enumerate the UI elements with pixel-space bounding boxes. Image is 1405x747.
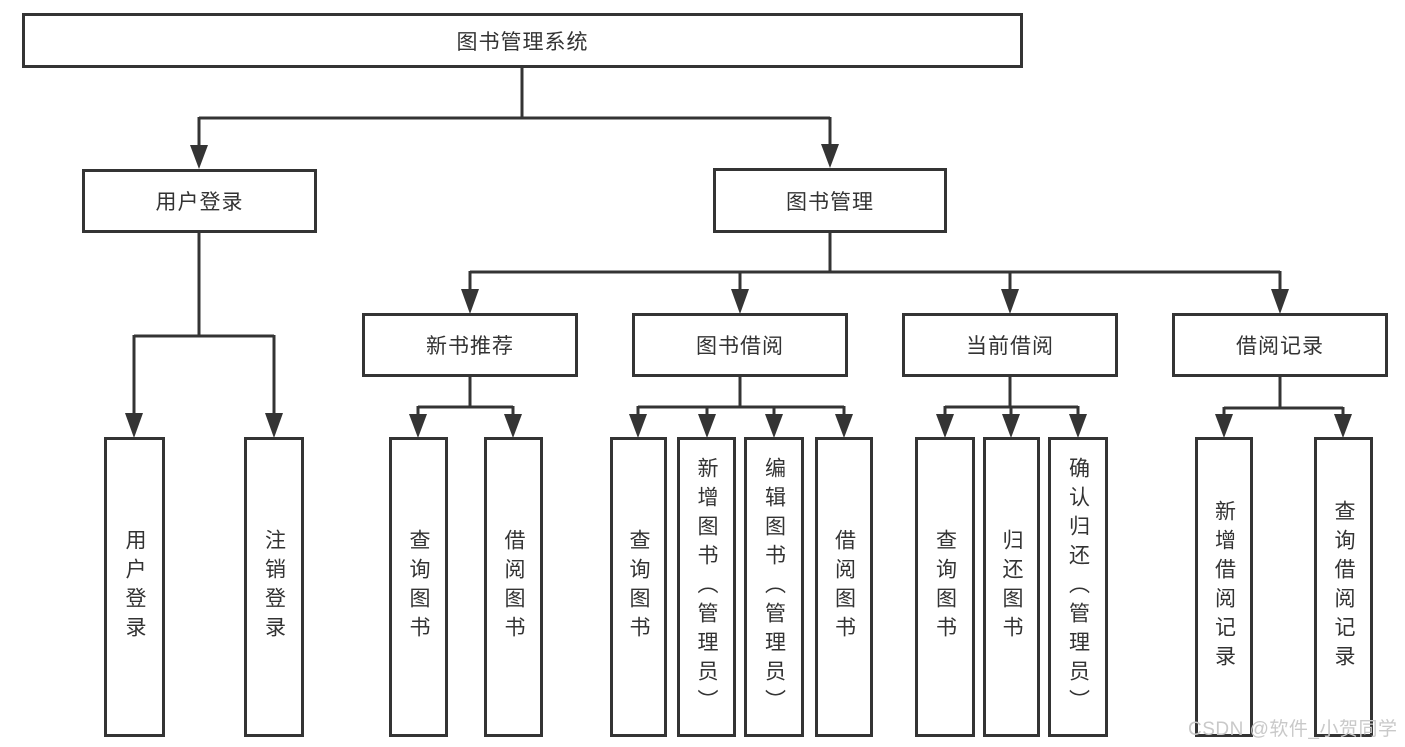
arrowheads-level2 bbox=[190, 144, 839, 169]
connector-book-borrow-subtree bbox=[636, 377, 846, 430]
connector-user-login-subtree bbox=[132, 233, 276, 430]
arrowheads-user-login-subtree bbox=[125, 413, 283, 438]
arrowheads-current-borrow-subtree bbox=[936, 414, 1087, 438]
connector-book-mgmt-to-level3 bbox=[468, 233, 1282, 306]
arrowheads-new-books-subtree bbox=[409, 414, 522, 438]
leaf-node-query-books-1: 查询图书 bbox=[389, 437, 448, 737]
leaf-node-confirm-return-admin: 确认归还（管理员） bbox=[1048, 437, 1108, 737]
leaf-node-borrow-books-1: 借阅图书 bbox=[484, 437, 543, 737]
connector-root-to-level2 bbox=[197, 68, 832, 162]
node-user-login: 用户登录 bbox=[82, 169, 317, 233]
connector-borrow-records-subtree bbox=[1222, 377, 1345, 430]
leaf-node-query-books-3: 查询图书 bbox=[915, 437, 975, 737]
node-new-book-recommend: 新书推荐 bbox=[362, 313, 578, 377]
arrowheads-level3 bbox=[461, 289, 1289, 314]
leaf-node-query-books-2: 查询图书 bbox=[610, 437, 667, 737]
node-current-borrow: 当前借阅 bbox=[902, 313, 1118, 377]
leaf-node-query-borrow-record: 查询借阅记录 bbox=[1314, 437, 1373, 737]
leaf-node-return-book: 归还图书 bbox=[983, 437, 1040, 737]
arrowheads-borrow-records-subtree bbox=[1215, 414, 1352, 438]
node-book-borrow: 图书借阅 bbox=[632, 313, 848, 377]
arrowheads-book-borrow-subtree bbox=[629, 414, 853, 438]
leaf-node-add-book-admin: 新增图书（管理员） bbox=[677, 437, 736, 737]
node-book-management: 图书管理 bbox=[713, 168, 947, 233]
root-node-library-system: 图书管理系统 bbox=[22, 13, 1023, 68]
leaf-node-add-borrow-record: 新增借阅记录 bbox=[1195, 437, 1253, 737]
csdn-watermark: CSDN @软件_小贺同学 bbox=[1188, 719, 1398, 740]
connector-new-books-subtree bbox=[416, 377, 515, 430]
leaf-node-user-login: 用户登录 bbox=[104, 437, 165, 737]
leaf-node-borrow-books-2: 借阅图书 bbox=[815, 437, 873, 737]
leaf-node-edit-book-admin: 编辑图书（管理员） bbox=[744, 437, 804, 737]
leaf-node-logout: 注销登录 bbox=[244, 437, 304, 737]
node-borrow-records: 借阅记录 bbox=[1172, 313, 1388, 377]
